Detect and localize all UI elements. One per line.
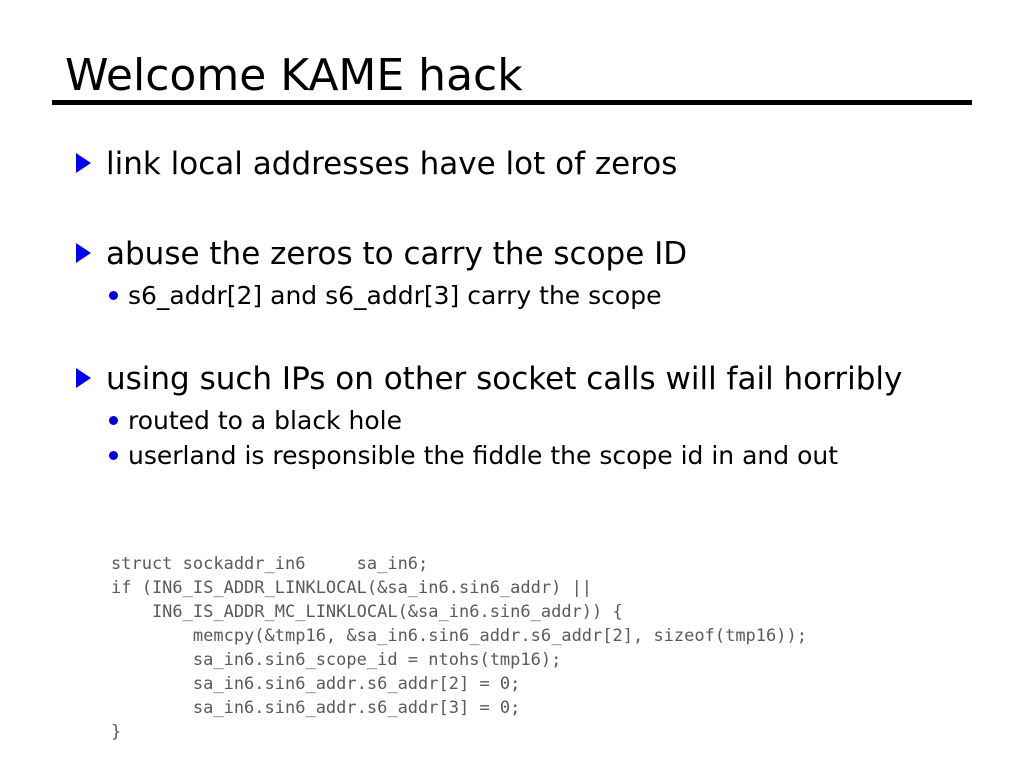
page-title: Welcome KAME hack bbox=[65, 50, 523, 101]
code-line: struct sockaddr_in6 sa_in6; bbox=[111, 554, 429, 574]
triangle-right-icon bbox=[76, 243, 91, 263]
code-block: struct sockaddr_in6 sa_in6; if (IN6_IS_A… bbox=[111, 552, 807, 744]
code-line: if (IN6_IS_ADDR_LINKLOCAL(&sa_in6.sin6_a… bbox=[111, 578, 593, 598]
code-line: sa_in6.sin6_scope_id = ntohs(tmp16); bbox=[111, 650, 562, 670]
bullet-item-level2: userland is responsible the fiddle the s… bbox=[0, 438, 1024, 473]
bullet-spacer bbox=[0, 313, 1024, 355]
code-line: memcpy(&tmp16, &sa_in6.sin6_addr.s6_addr… bbox=[111, 626, 807, 646]
bullet-text: s6_addr[2] and s6_addr[3] carry the scop… bbox=[128, 281, 662, 310]
bullet-text: using such IPs on other socket calls wil… bbox=[106, 361, 903, 397]
bullet-text: userland is responsible the fiddle the s… bbox=[128, 441, 839, 470]
dot-icon bbox=[109, 291, 118, 300]
bullet-item-level2: routed to a black hole bbox=[0, 403, 1024, 438]
bullet-text: abuse the zeros to carry the scope ID bbox=[106, 236, 688, 272]
triangle-right-icon bbox=[76, 153, 91, 173]
title-underline-rule bbox=[52, 100, 972, 105]
bullet-spacer bbox=[0, 188, 1024, 230]
dot-icon bbox=[109, 451, 118, 460]
bullet-text: routed to a black hole bbox=[128, 406, 402, 435]
bullet-item-level1: abuse the zeros to carry the scope ID bbox=[0, 230, 1024, 278]
dot-icon bbox=[109, 416, 118, 425]
code-line: sa_in6.sin6_addr.s6_addr[2] = 0; bbox=[111, 674, 521, 694]
code-line: sa_in6.sin6_addr.s6_addr[3] = 0; bbox=[111, 698, 521, 718]
bullet-text: link local addresses have lot of zeros bbox=[106, 146, 678, 182]
code-line: } bbox=[111, 722, 122, 742]
bullet-item-level1: using such IPs on other socket calls wil… bbox=[0, 355, 1024, 403]
slide-body: link local addresses have lot of zeros a… bbox=[0, 140, 1024, 473]
triangle-right-icon bbox=[76, 368, 91, 388]
bullet-item-level2: s6_addr[2] and s6_addr[3] carry the scop… bbox=[0, 278, 1024, 313]
code-line: IN6_IS_ADDR_MC_LINKLOCAL(&sa_in6.sin6_ad… bbox=[111, 602, 623, 622]
bullet-item-level1: link local addresses have lot of zeros bbox=[0, 140, 1024, 188]
